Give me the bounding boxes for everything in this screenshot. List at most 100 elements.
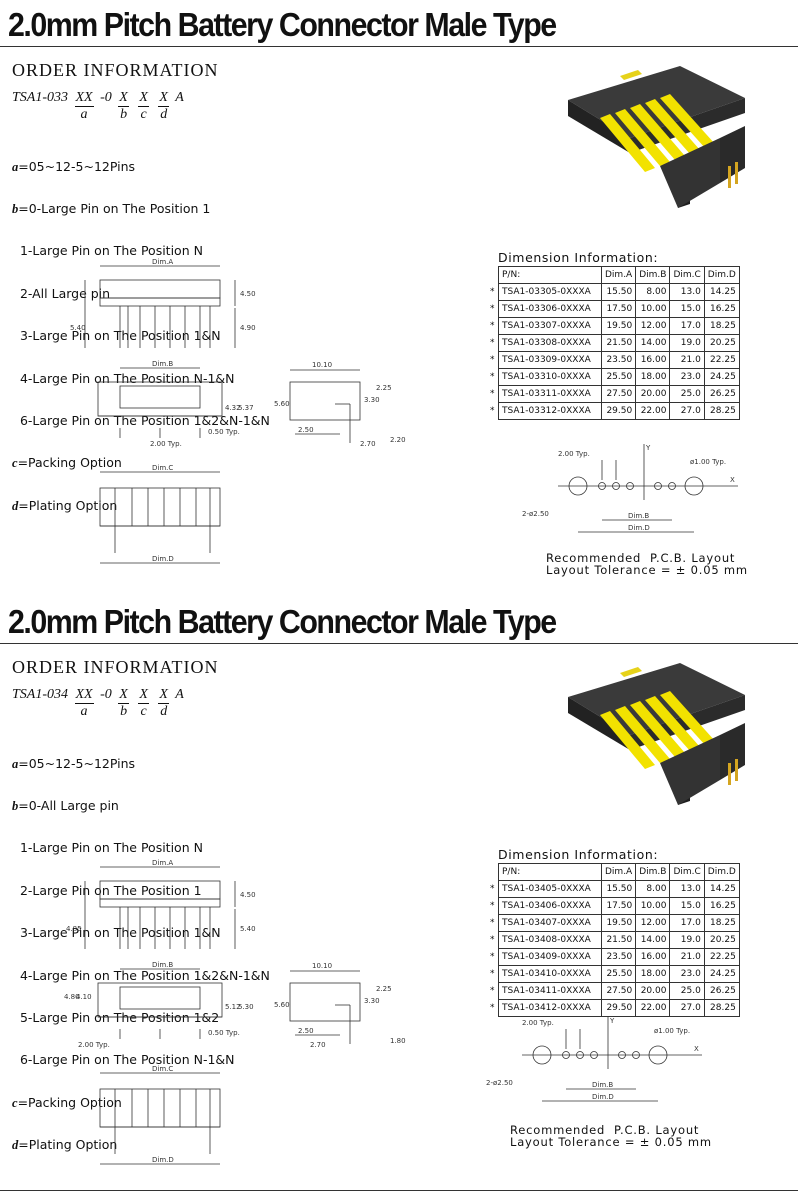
label-dim-d: Dim.D <box>152 1156 174 1164</box>
pcb-small-hole-label: ø1.00 Typ. <box>690 458 726 466</box>
part-prefix: TSA1-034 <box>12 687 68 702</box>
part-mid: -0 <box>100 90 112 105</box>
part-suffix: A <box>175 687 184 702</box>
label-dim-b: Dim.B <box>152 360 173 368</box>
label-dim-b: Dim.B <box>152 961 173 969</box>
legend-row: b=0-Large Pin on The Position 1 <box>12 200 211 216</box>
label-dim-a: Dim.A <box>152 859 173 867</box>
legend-row: d=Plating Option <box>12 1137 118 1153</box>
order-legend: a=05~12-5~12Pins b=0-Large Pin on The Po… <box>12 132 270 541</box>
label-prof-c: 2.50 <box>298 1027 314 1035</box>
pcb-caption: Recommended P.C.B. Layout Layout Toleran… <box>546 551 748 577</box>
legend-row: 1-Large Pin on The Position N <box>12 840 203 856</box>
label-h1: 4.50 <box>240 891 256 899</box>
pcb-axis-y: Y <box>609 1017 615 1025</box>
pcb-caption: Recommended P.C.B. Layout Layout Toleran… <box>510 1123 712 1149</box>
pcb-dim-b: Dim.B <box>592 1081 613 1089</box>
legend-row: a=05~12-5~12Pins <box>12 158 136 174</box>
label-side-h2: 5.37 <box>238 404 254 412</box>
pcb-big-hole-label: 2-ø2.50 <box>486 1079 513 1087</box>
dimension-heading: Dimension Information: <box>498 250 659 265</box>
pcb-dim-b: Dim.B <box>628 512 649 520</box>
pcb-dim-d: Dim.D <box>628 524 650 532</box>
legend-row: 1-Large Pin on The Position N <box>12 243 203 259</box>
label-prof-w: 10.10 <box>312 962 332 970</box>
part-prefix: TSA1-033 <box>12 90 68 105</box>
pcb-axis-y: Y <box>645 444 651 452</box>
legend-row: 2-Large Pin on The Position 1 <box>12 882 202 898</box>
label-h1: 4.50 <box>240 290 256 298</box>
pcb-layout-drawing: 2.00 Typ. ø1.00 Typ. 2-ø2.50 X Y Dim.B D… <box>522 444 738 533</box>
part-suffix: A <box>175 90 184 105</box>
page-title: 2.0mm Pitch Battery Connector Male Type <box>8 603 557 640</box>
label-side-h1: 4.32 <box>225 404 241 412</box>
label-prof-e: 2.20 <box>390 436 406 444</box>
technical-drawings: Dim.A 4.50 5.40 4.85 Dim.B 5.12 5.30 4.8… <box>64 859 406 1165</box>
order-legend: a=05~12-5~12Pins b=0-All Large pin 1-Lar… <box>12 729 270 1181</box>
connector-3d-image <box>568 66 745 208</box>
pcb-big-hole-label: 2-ø2.50 <box>522 510 549 518</box>
label-side-h3: 4.80 <box>64 993 80 1001</box>
label-typ2: 0.50 Typ. <box>208 428 240 436</box>
pcb-typ-label: 2.00 Typ. <box>558 450 590 458</box>
label-dim-c: Dim.C <box>152 1065 173 1073</box>
label-h2: 5.40 <box>240 925 256 933</box>
pcb-axis-x: X <box>694 1045 699 1053</box>
label-prof-w: 10.10 <box>312 361 332 369</box>
legend-row: b=0-All Large pin <box>12 797 119 813</box>
order-heading: ORDER INFORMATION <box>12 60 219 80</box>
label-typ1: 2.00 Typ. <box>150 440 182 448</box>
label-prof-h: 5.60 <box>274 400 290 408</box>
pcb-layout-drawing: 2.00 Typ. ø1.00 Typ. 2-ø2.50 X Y Dim.B D… <box>486 1017 702 1102</box>
legend-row: 6-Large Pin on The Position N-1&N <box>12 1052 235 1068</box>
legend-row: d=Plating Option <box>12 497 118 513</box>
label-typ2: 0.50 Typ. <box>208 1029 240 1037</box>
label-prof-a: 2.25 <box>376 384 392 392</box>
label-prof-b: 3.30 <box>364 997 380 1005</box>
legend-row: 6-Large Pin on The Position 1&2&N-1&N <box>12 412 270 428</box>
label-h3: 4.85 <box>66 925 82 933</box>
label-dim-d: Dim.D <box>152 555 174 563</box>
section-tsa1-033: 2.0mm Pitch Battery Connector Male Type … <box>0 0 798 598</box>
title-rule <box>0 643 798 644</box>
label-prof-c: 2.50 <box>298 426 314 434</box>
legend-row: c=Packing Option <box>12 455 122 471</box>
technical-drawings: Dim.A 4.50 4.90 5.40 Dim.B 4.32 5.37 2.0… <box>70 258 406 564</box>
label-prof-h: 5.60 <box>274 1001 290 1009</box>
legend-row: a=05~12-5~12Pins <box>12 755 136 771</box>
label-side-h1: 5.12 <box>225 1003 241 1011</box>
label-prof-e: 1.80 <box>390 1037 406 1045</box>
order-heading: ORDER INFORMATION <box>12 657 219 677</box>
part-mid: -0 <box>100 687 112 702</box>
label-prof-d: 2.70 <box>360 440 376 448</box>
label-side-h4: 4.10 <box>76 993 92 1001</box>
connector-3d-image <box>568 663 745 805</box>
label-prof-d: 2.70 <box>310 1041 326 1049</box>
pcb-small-hole-label: ø1.00 Typ. <box>654 1027 690 1035</box>
label-typ1: 2.00 Typ. <box>78 1041 110 1049</box>
